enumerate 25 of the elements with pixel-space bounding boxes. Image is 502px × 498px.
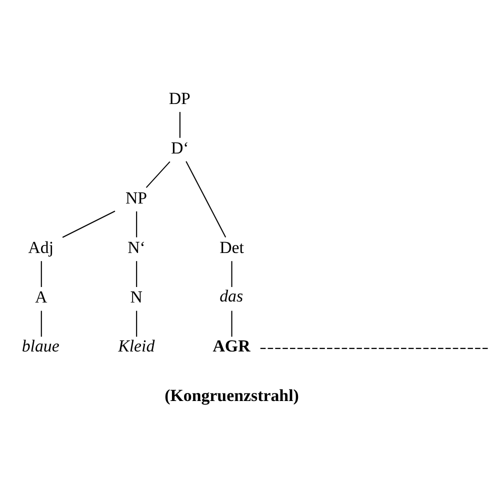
- node-text: D‘: [170, 138, 189, 158]
- connector: [260, 348, 488, 349]
- label: (Kongruenzstrahl): [164, 386, 299, 406]
- connector: [40, 261, 42, 287]
- connector: [136, 261, 138, 287]
- node-text: NP: [125, 188, 148, 208]
- connector: [231, 261, 232, 287]
- node-text: Adj: [28, 238, 54, 258]
- node-text: Det: [220, 238, 244, 258]
- node-text: N‘: [128, 238, 146, 258]
- node-text: A: [35, 288, 48, 307]
- connector: [136, 211, 138, 238]
- node-text: AGR: [212, 336, 250, 356]
- node-text: DP: [168, 88, 190, 108]
- connector: [179, 112, 180, 138]
- connector: [231, 310, 232, 337]
- connector: [136, 310, 138, 337]
- node-text: Kleid: [118, 336, 155, 356]
- node-text: das: [220, 286, 244, 306]
- node-text: blaue: [22, 336, 60, 356]
- connector: [40, 310, 42, 337]
- connector: [146, 161, 170, 188]
- connector: [62, 210, 116, 238]
- connector: [186, 161, 226, 238]
- node-text: N: [130, 288, 142, 307]
